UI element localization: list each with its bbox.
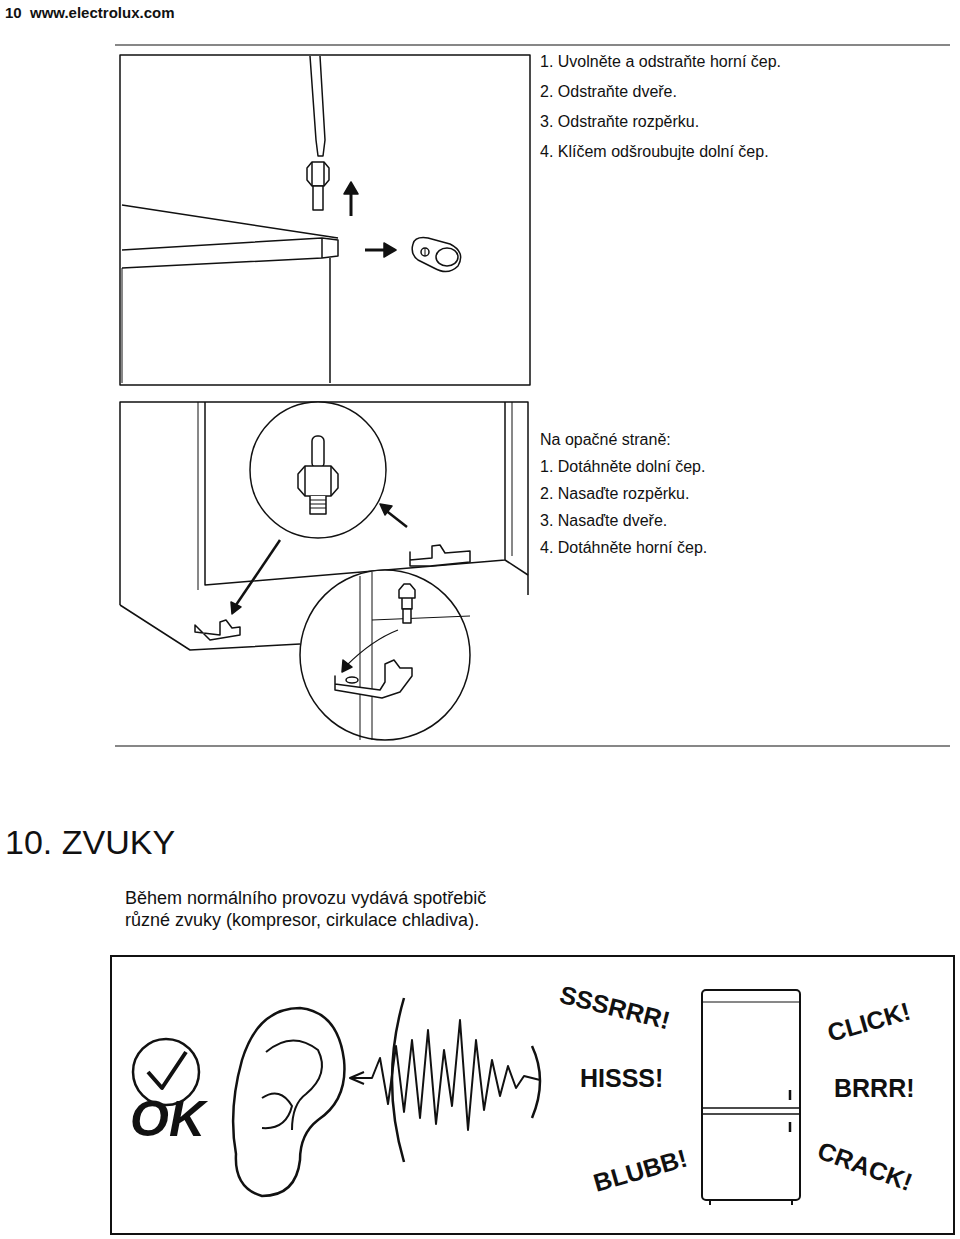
instruction-step: 4. Klíčem odšroubujte dolní čep. (540, 142, 769, 161)
section-title: 10. ZVUKY (5, 822, 175, 863)
instruction-step: 1. Uvolněte a odstraňte horní čep. (540, 52, 781, 71)
instruction-step: 3. Nasaďte dveře. (540, 511, 667, 530)
sound-word: CRACK! (814, 1135, 917, 1197)
instruction-step: 2. Nasaďte rozpěrku. (540, 484, 689, 503)
instruction-heading: Na opačné straně: (540, 430, 671, 449)
ok-mark: OK (130, 1089, 205, 1149)
sound-word: SSSRRR! (557, 979, 673, 1035)
body-paragraph: Během normálního provozu vydává spotřebi… (125, 888, 525, 931)
sound-word: CLICK! (824, 996, 914, 1048)
instruction-step: 1. Dotáhněte dolní čep. (540, 457, 705, 476)
sound-word: HISSS! (580, 1063, 663, 1093)
website: www.electrolux.com (30, 4, 175, 22)
instruction-step: 2. Odstraňte dveře. (540, 82, 677, 101)
sound-word: BLUBB! (590, 1143, 690, 1198)
instruction-step: 3. Odstraňte rozpěrku. (540, 112, 699, 131)
sound-panel: OK SSSRRR! HISSS! BLUBB! CLICK! BRRR! CRACK! (110, 955, 955, 1235)
page-number: 10 (5, 4, 22, 22)
sound-word: BRRR! (834, 1073, 915, 1103)
instruction-step: 4. Dotáhněte horní čep. (540, 538, 707, 557)
